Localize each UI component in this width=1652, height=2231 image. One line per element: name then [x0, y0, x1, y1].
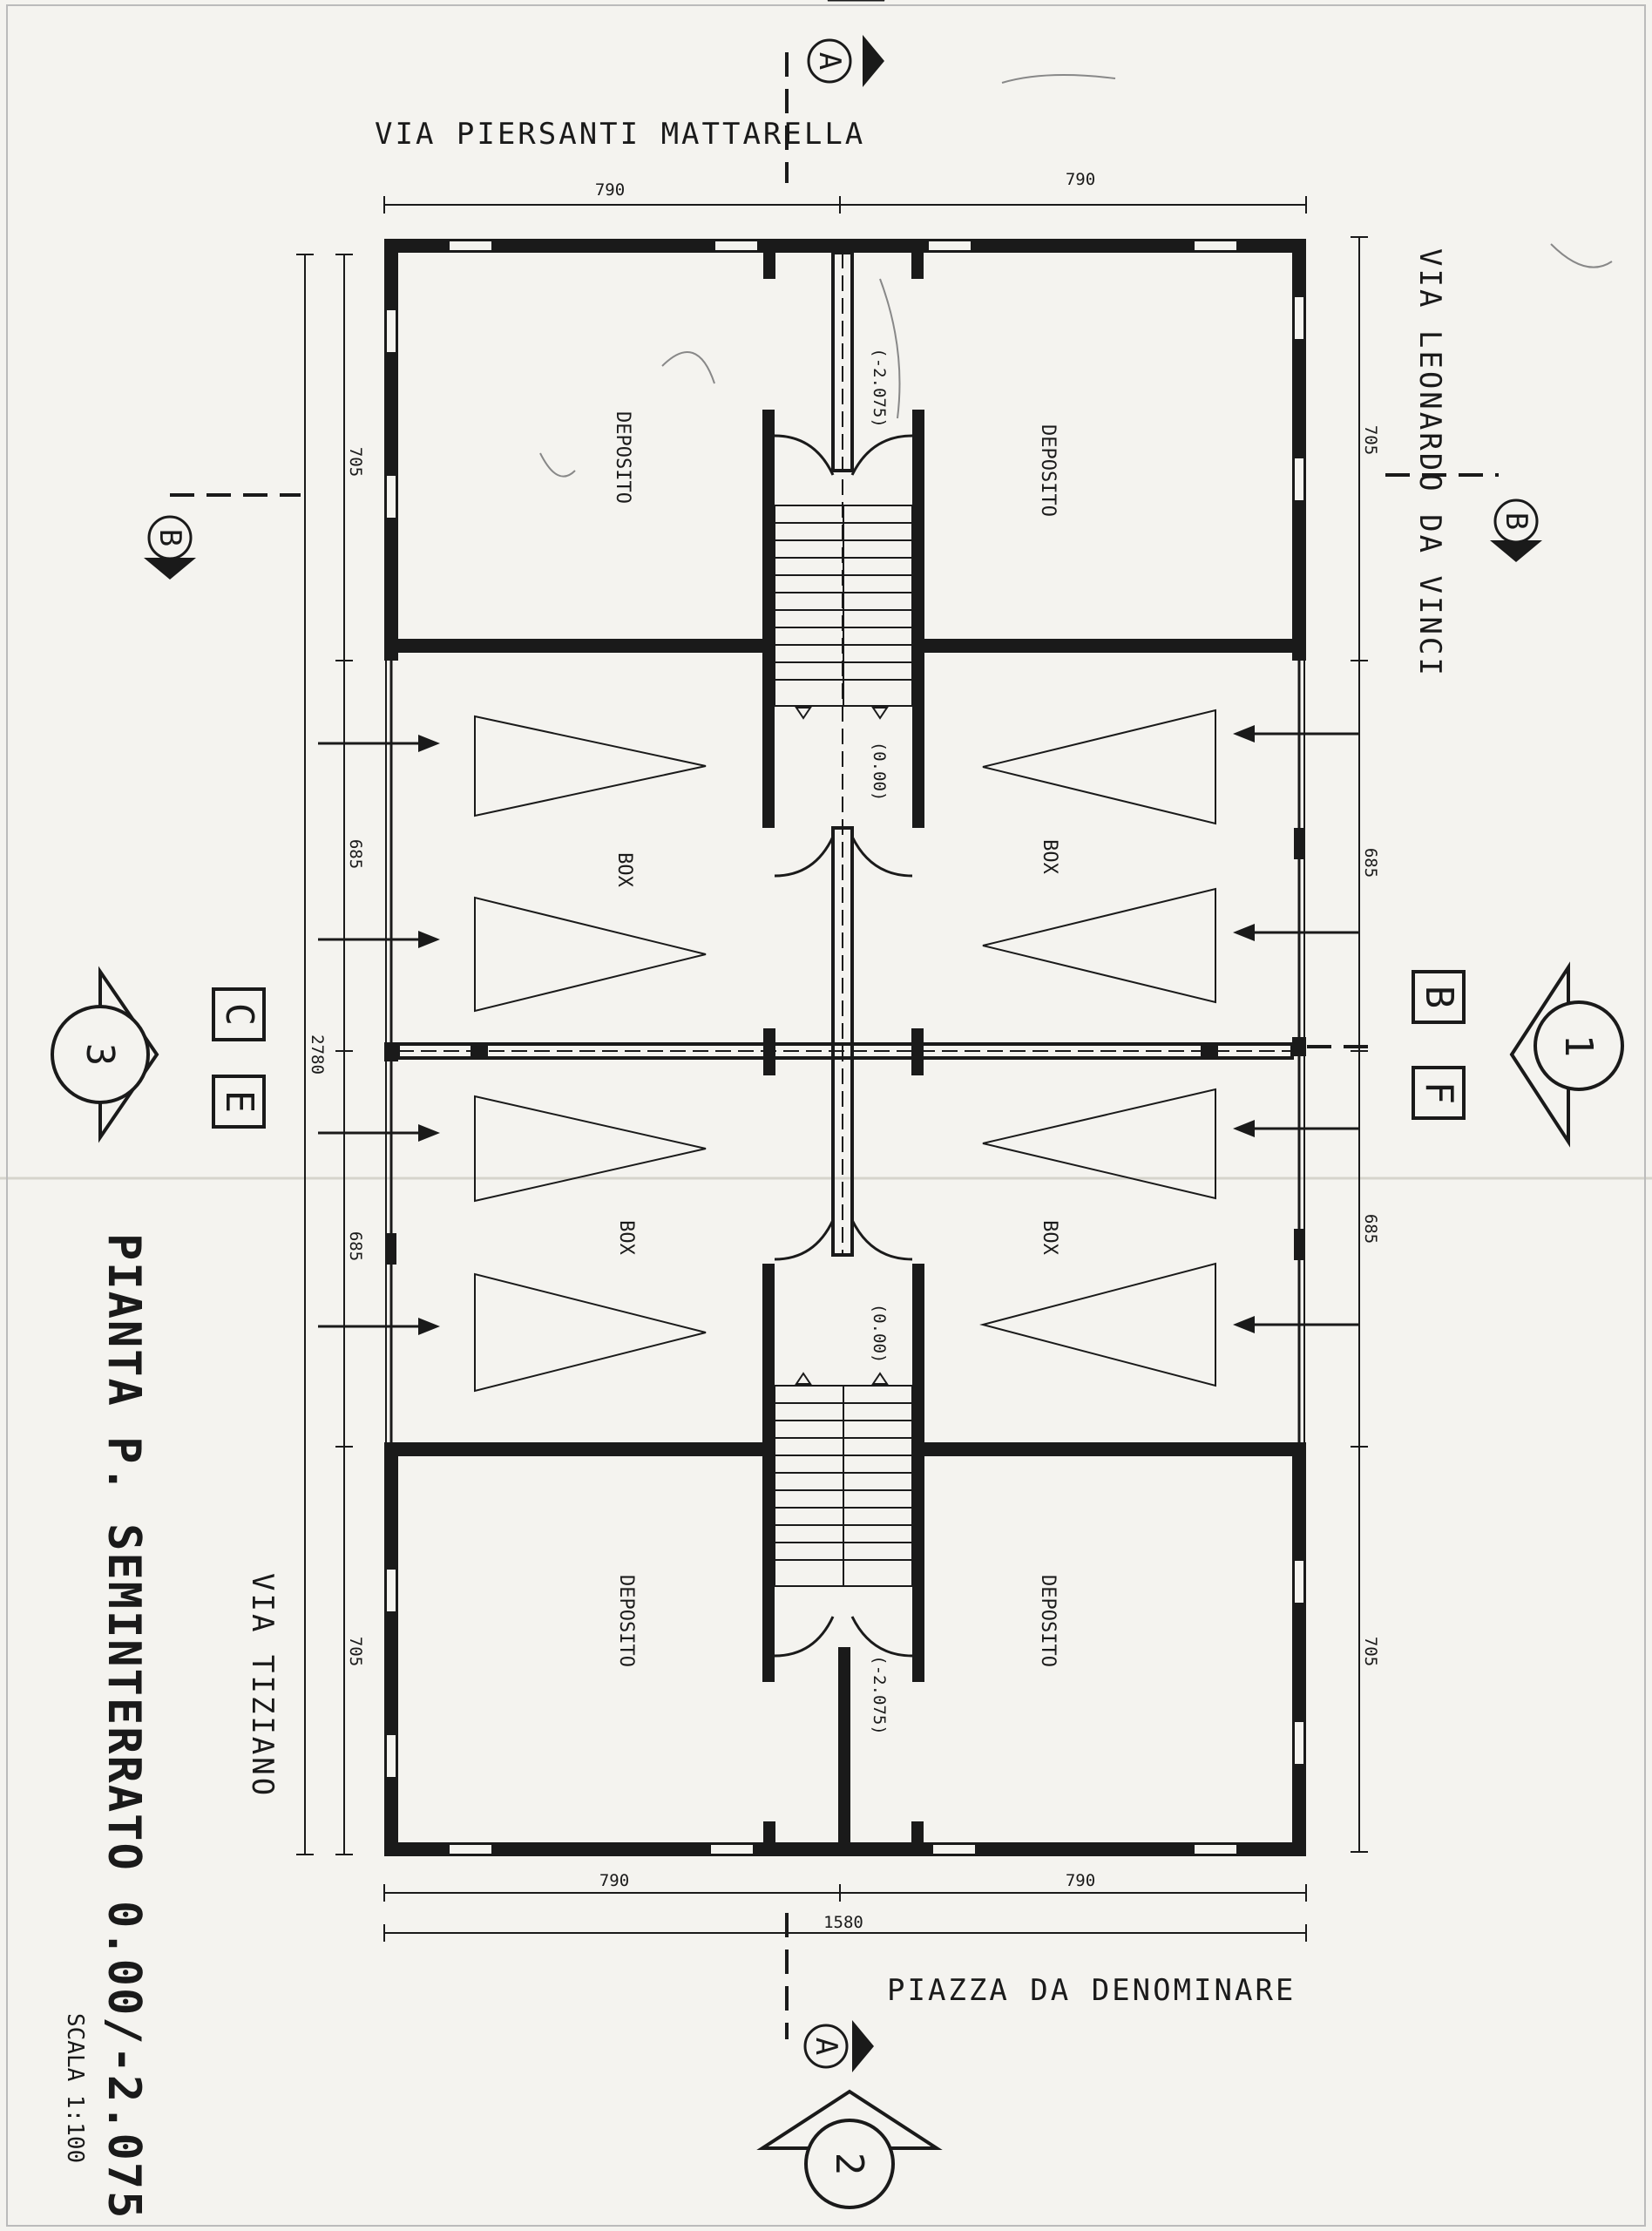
drawing-scale: SCALA 1:100 [62, 2013, 88, 2163]
section-b-right-label: B [1499, 512, 1534, 530]
upper-stair [774, 505, 913, 720]
east-wall-upper [1292, 239, 1306, 661]
room-label-box-nw: BOX [613, 852, 635, 887]
room-label-deposit-ne: DEPOSITO [1037, 424, 1059, 517]
dim-top-left: 790 [595, 180, 625, 200]
partition-nw [384, 639, 762, 653]
view-marker-3-label: 3 [78, 1043, 122, 1067]
dim-top-right: 790 [1066, 170, 1095, 189]
dim-west-705-top: 705 [346, 447, 365, 477]
letter-b: B [1417, 986, 1461, 1009]
section-marker-b-left: B [144, 515, 196, 580]
handwritten-marks [539, 74, 1613, 478]
level-label-mid-upper: (0.00) [870, 742, 889, 802]
room-label-deposit-sw: DEPOSITO [615, 1575, 637, 1667]
windows [385, 240, 1305, 1855]
partition-ne [924, 639, 1306, 653]
section-marker-b-right: B [1490, 498, 1542, 562]
building [384, 239, 1306, 1856]
sheet-border [6, 4, 1646, 2227]
view-marker-2-label: 2 [827, 2153, 871, 2176]
level-label-bottom: (-2.075) [870, 1655, 889, 1735]
view-marker-2: 2 [756, 2089, 943, 2209]
west-wall-lower [384, 1447, 398, 1856]
north-wall [384, 239, 1306, 253]
room-label-box-se: BOX [1039, 1220, 1060, 1255]
level-label-top: (-2.075) [870, 348, 889, 428]
level-label-mid-lower: (0.00) [870, 1304, 889, 1364]
drawing-title: PIANTA P. SEMINTERRATO 0.00/-2.075 [98, 1233, 150, 2220]
partition-se [924, 1442, 1306, 1456]
partition-sw [384, 1442, 762, 1456]
letter-c: C [217, 1003, 261, 1027]
room-label-deposit-nw: DEPOSITO [612, 411, 633, 504]
view-marker-1: 1 [1509, 961, 1624, 1148]
dim-east-685-top: 685 [1361, 848, 1380, 878]
dim-west-705-bottom: 705 [346, 1637, 365, 1666]
section-a-top-label: A [812, 52, 847, 70]
section-marker-a-bottom: A [803, 2020, 874, 2072]
room-label-box-ne: BOX [1039, 839, 1060, 874]
dim-bottom-right: 790 [1066, 1871, 1095, 1890]
section-marker-a-top: A [807, 0, 884, 87]
dim-total: 1580 [823, 1913, 863, 1932]
dim-east-705-top: 705 [1361, 425, 1380, 455]
doors [774, 434, 913, 1658]
room-label-box-sw: BOX [615, 1220, 637, 1255]
section-a-bottom-label: A [809, 2038, 843, 2055]
dim-west-685-bottom: 685 [346, 1231, 365, 1261]
dim-west-685-top: 685 [346, 839, 365, 869]
east-wall-lower [1292, 1447, 1306, 1856]
dim-middle: 2780 [308, 1034, 327, 1075]
dim-east-705-bottom: 705 [1361, 1637, 1380, 1666]
lower-stair [774, 1372, 913, 1587]
west-wall-upper [384, 239, 398, 661]
view-marker-3: 3 [51, 966, 159, 1143]
view-marker-1-label: 1 [1556, 1034, 1601, 1058]
dim-east-685-bottom: 685 [1361, 1214, 1380, 1244]
street-north: VIA PIERSANTI MATTARELLA [375, 117, 865, 152]
dimension-lines [296, 196, 1368, 1942]
street-west: VIA TIZIANO [245, 1573, 280, 1798]
parking-symbols [474, 709, 1216, 1393]
street-east: VIA LEONARDO DA VINCI [1412, 248, 1447, 678]
letter-boxes-east: B F [1412, 970, 1466, 1120]
dim-bottom-left: 790 [599, 1871, 629, 1890]
letter-e: E [217, 1090, 261, 1114]
letter-f: F [1417, 1082, 1461, 1105]
letter-boxes-west: C E [212, 987, 266, 1129]
street-south: PIAZZA DA DENOMINARE [887, 1973, 1296, 2008]
access-arrows [318, 725, 1359, 1335]
section-b-left-label: B [152, 529, 187, 546]
room-label-deposit-se: DEPOSITO [1037, 1575, 1059, 1667]
south-wall [384, 1842, 1306, 1856]
